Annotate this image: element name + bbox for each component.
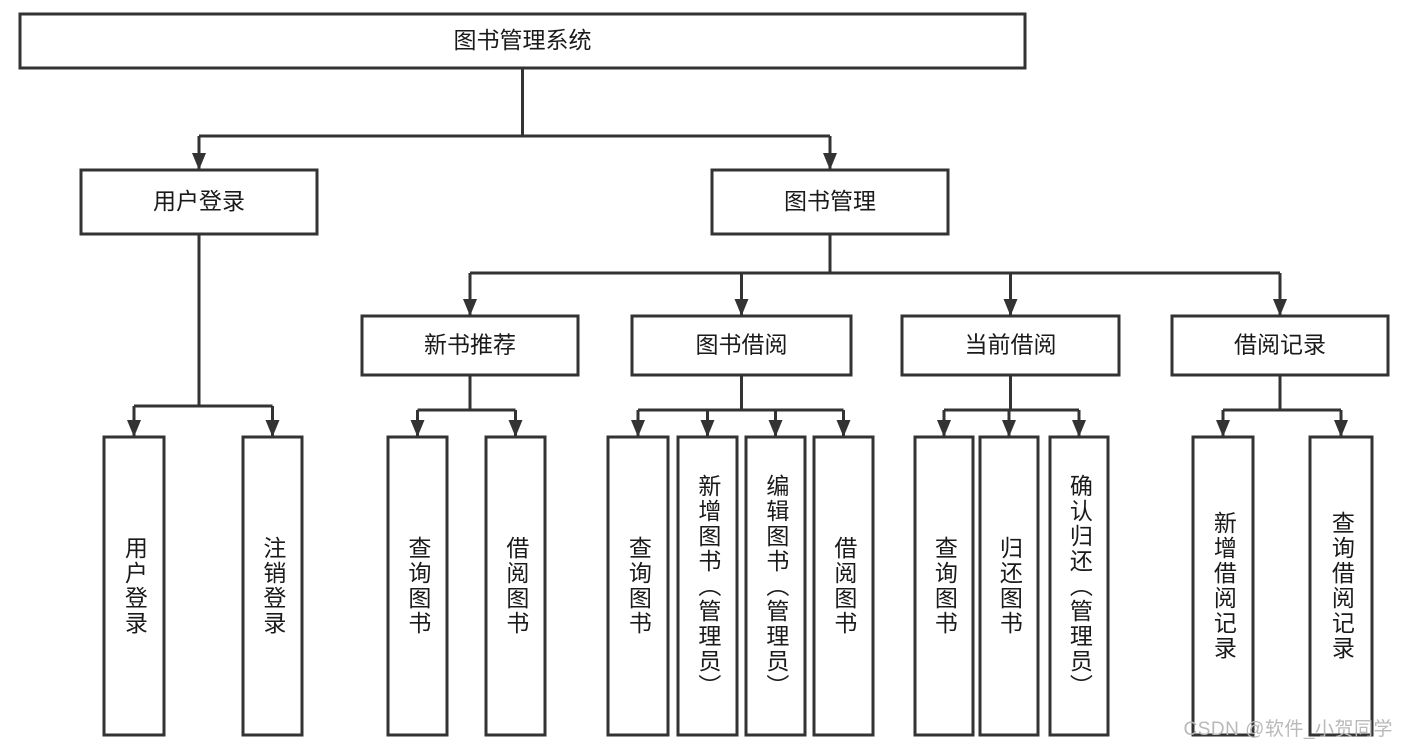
node-box-user-login[interactable] (79, 168, 319, 236)
node-box-leaf-user-logout[interactable] (241, 435, 304, 737)
arrow-head-leaf-confirm-return (1072, 420, 1086, 437)
node-box-leaf-query-book-2[interactable] (606, 435, 670, 737)
node-box-leaf-query-book-1[interactable] (386, 435, 449, 737)
boxes-layer (18, 12, 1390, 737)
arrow-head-leaf-edit-book (768, 420, 783, 437)
arrow-head-current-borrow (1003, 299, 1018, 316)
watermark-csdn: CSDN @软件_小贺同学 (1183, 719, 1393, 740)
connectors-layer (127, 68, 1348, 437)
node-label-new-book-rec: 新书推荐 (424, 332, 516, 358)
arrow-head-leaf-borrow-book-1 (508, 420, 523, 437)
arrow-head-borrow-record (1273, 299, 1287, 316)
node-box-leaf-add-book[interactable] (676, 435, 739, 737)
arrow-head-leaf-return-book (1002, 420, 1016, 437)
node-box-book-manage[interactable] (710, 168, 950, 236)
arrow-head-book-manage (823, 153, 837, 170)
arrow-head-leaf-query-book-3 (937, 420, 951, 437)
node-label-borrow-record: 借阅记录 (1234, 332, 1326, 358)
node-box-root[interactable] (18, 12, 1027, 70)
arrow-head-leaf-user-logout (265, 420, 280, 437)
arrow-head-book-borrow (734, 299, 749, 316)
node-box-leaf-borrow-book-2[interactable] (812, 435, 875, 737)
node-box-leaf-user-login[interactable] (102, 435, 166, 737)
node-box-leaf-borrow-book-1[interactable] (484, 435, 547, 737)
node-box-book-borrow[interactable] (630, 314, 853, 377)
node-box-leaf-query-record[interactable] (1308, 435, 1374, 737)
arrow-head-leaf-user-login (127, 420, 141, 437)
arrow-head-new-book-rec (463, 299, 477, 316)
node-label-user-login: 用户登录 (153, 188, 245, 214)
node-box-leaf-confirm-return[interactable] (1048, 435, 1110, 737)
node-box-leaf-return-book[interactable] (978, 435, 1040, 737)
node-box-leaf-query-book-3[interactable] (913, 435, 975, 737)
node-label-book-manage: 图书管理 (784, 188, 876, 214)
node-label-root: 图书管理系统 (454, 27, 592, 53)
arrow-head-leaf-query-book-2 (631, 420, 645, 437)
arrow-head-leaf-add-book (700, 420, 715, 437)
node-box-leaf-edit-book[interactable] (744, 435, 807, 737)
node-box-new-book-rec[interactable] (360, 314, 580, 377)
node-box-leaf-add-record[interactable] (1191, 435, 1255, 737)
node-label-current-borrow: 当前借阅 (965, 332, 1057, 358)
node-box-borrow-record[interactable] (1170, 314, 1390, 377)
arrow-head-user-login (192, 153, 206, 170)
arrow-head-leaf-query-book-1 (410, 420, 425, 437)
arrow-head-leaf-borrow-book-2 (836, 420, 851, 437)
arrow-head-leaf-add-record (1216, 420, 1230, 437)
arrow-head-leaf-query-record (1334, 420, 1348, 437)
node-label-book-borrow: 图书借阅 (696, 332, 788, 358)
node-box-current-borrow[interactable] (900, 314, 1121, 377)
